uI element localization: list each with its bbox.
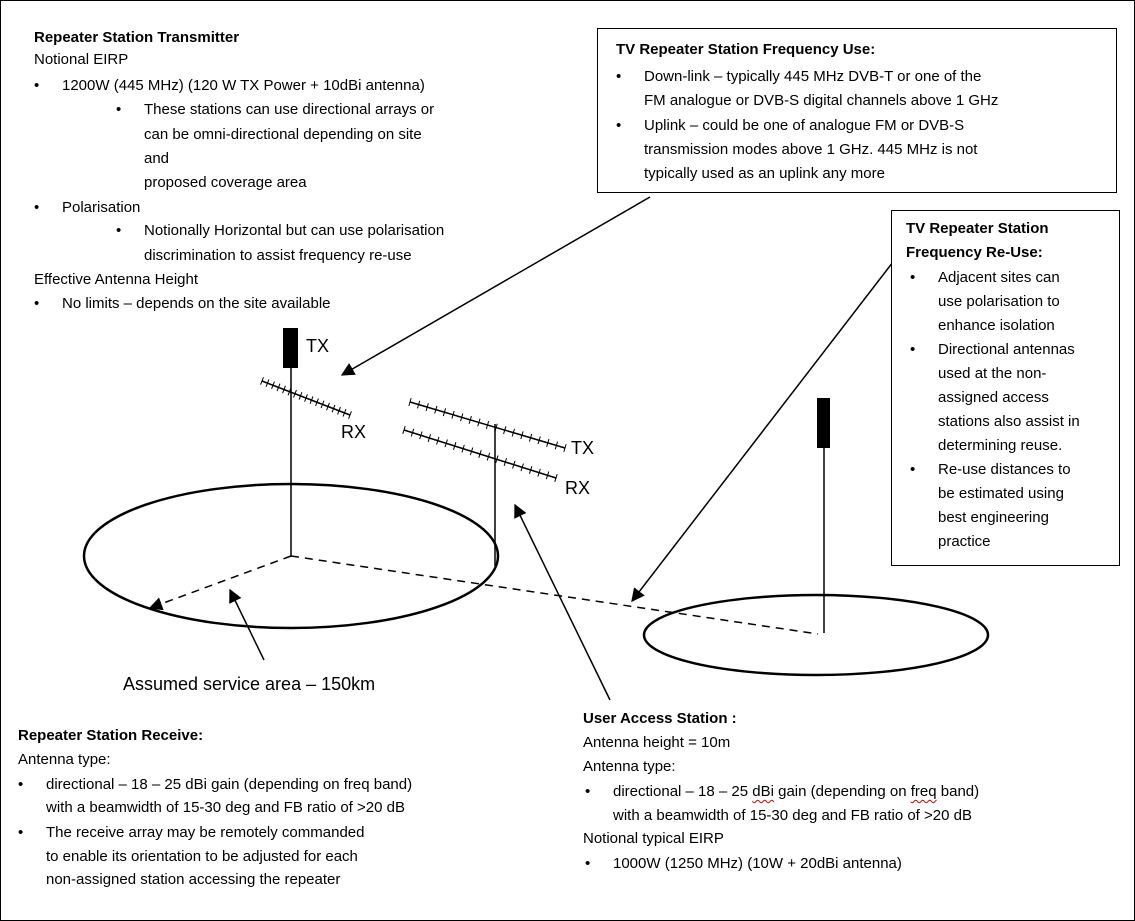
arrow-user-access (514, 503, 611, 701)
downlink-item: •Down-link – typically 445 MHz DVB-T or … (616, 68, 982, 85)
reuse-line: enhance isolation (938, 317, 1055, 334)
uplink-item: •Uplink – could be one of analogue FM or… (616, 117, 965, 134)
reuse-item: •Adjacent sites can (910, 269, 1060, 286)
label-tx-yagi: TX (571, 438, 595, 458)
rx-line: with a beamwidth of 15-30 deg and FB rat… (46, 799, 405, 816)
height-heading: Effective Antenna Height (34, 271, 199, 288)
user-line: with a beamwidth of 15-30 deg and FB rat… (613, 807, 972, 824)
polarisation-note: •Notionally Horizontal but can use polar… (116, 222, 445, 239)
reuse-line: stations also assist in (938, 413, 1080, 430)
height-value: •No limits – depends on the site availab… (34, 295, 331, 312)
user-antenna-type: Antenna type: (583, 758, 676, 775)
reuse-line: used at the non- (938, 365, 1047, 382)
eirp-value: •1200W (445 MHz) (120 W TX Power + 10dBi… (34, 77, 425, 94)
label-rx-main: RX (341, 422, 367, 442)
uplink-line: transmission modes above 1 GHz. 445 MHz … (644, 141, 978, 158)
eirp-note-line: can be omni-directional depending on sit… (144, 126, 422, 143)
reuse-line: be estimated using (938, 485, 1064, 502)
downlink-line: FM analogue or DVB-S digital channels ab… (644, 92, 999, 109)
label-tx-main: TX (306, 336, 330, 356)
polarisation-note-line: discrimination to assist frequency re-us… (144, 247, 412, 264)
user-panel-title: User Access Station : (583, 710, 737, 727)
polarisation-heading: •Polarisation (34, 199, 141, 216)
user-height: Antenna height = 10m (583, 734, 731, 751)
label-rx-yagi: RX (565, 478, 591, 498)
relay-tx-yagi (408, 398, 567, 452)
reuse-line: use polarisation to (938, 293, 1060, 310)
reuse-line: best engineering (938, 509, 1049, 526)
rx-item: •directional – 18 – 25 dBi gain (dependi… (18, 776, 413, 793)
eirp-heading: Notional EIRP (34, 51, 129, 68)
dashed-link (290, 555, 819, 635)
freq-use-title: TV Repeater Station Frequency Use: (616, 41, 876, 58)
user-item: •directional – 18 – 25 dBi gain (dependi… (585, 783, 980, 800)
remote-antenna (817, 398, 830, 448)
eirp-note: •These stations can use directional arra… (116, 101, 435, 118)
rx-panel-title: Repeater Station Receive: (18, 727, 204, 744)
tx-panel-title: Repeater Station Transmitter (34, 29, 240, 46)
rx-line: non-assigned station accessing the repea… (46, 871, 341, 888)
arrow-freq-use (340, 196, 651, 376)
rx-antenna-type: Antenna type: (18, 751, 111, 768)
dashed-radius (148, 555, 292, 611)
reuse-line: assigned access (938, 389, 1049, 406)
reuse-item: •Directional antennas (910, 341, 1075, 358)
freq-reuse-title: Frequency Re-Use: (906, 244, 1043, 261)
arrow-freq-reuse (631, 261, 894, 603)
main-tx-antenna (283, 328, 298, 368)
eirp-note-line: and (144, 150, 170, 167)
relay-rx-yagi (402, 426, 558, 482)
reuse-line: practice (938, 533, 991, 550)
arrow-service-area (229, 588, 265, 661)
freq-reuse-box: TV Repeater Station Frequency Re-Use: •A… (891, 210, 1120, 566)
rx-item: •The receive array may be remotely comma… (18, 824, 365, 841)
freq-reuse-title: TV Repeater Station (906, 220, 1049, 237)
user-eirp-heading: Notional typical EIRP (583, 830, 724, 847)
freq-use-box: TV Repeater Station Frequency Use: •Down… (597, 28, 1117, 193)
eirp-note-line: proposed coverage area (144, 174, 307, 191)
user-eirp-value: •1000W (1250 MHz) (10W + 20dBi antenna) (585, 855, 902, 872)
reuse-line: determining reuse. (938, 437, 1063, 454)
coverage-ellipse-remote (642, 593, 990, 677)
reuse-item: •Re-use distances to (910, 461, 1071, 478)
label-service-area: Assumed service area – 150km (123, 674, 376, 694)
uplink-line: typically used as an uplink any more (644, 165, 885, 182)
main-rx-yagi (260, 377, 352, 419)
rx-line: to enable its orientation to be adjusted… (46, 848, 358, 865)
